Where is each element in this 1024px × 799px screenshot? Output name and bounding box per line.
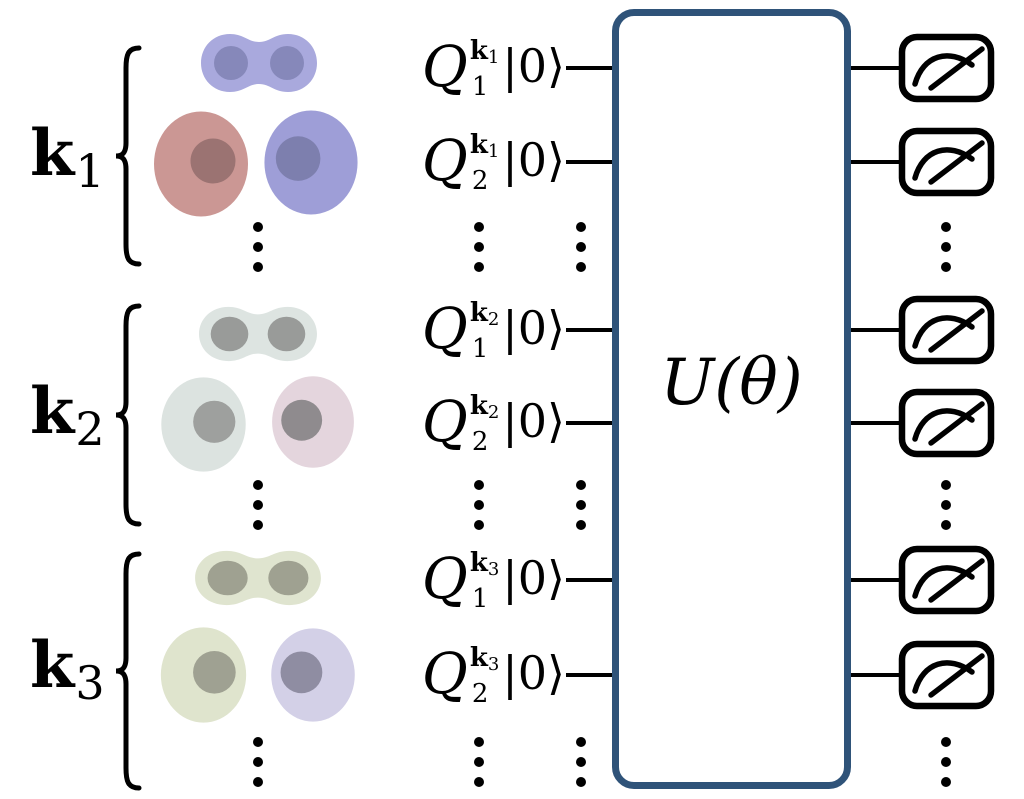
k-label-3: k3 <box>30 628 105 711</box>
measurement-icon <box>898 388 995 458</box>
k-label-sub: 2 <box>75 402 105 456</box>
orbital-blob-right-k3 <box>271 628 355 722</box>
qubit-wire <box>848 673 900 677</box>
qubit-symbol: Q <box>421 642 468 707</box>
ket-zero: |0⟩ <box>502 39 565 93</box>
ket-zero: |0⟩ <box>502 551 565 605</box>
measurement-icon <box>898 640 995 710</box>
ket-zero: |0⟩ <box>502 646 565 700</box>
qubit-wire <box>848 160 900 164</box>
ket-zero: |0⟩ <box>502 394 565 448</box>
qubit-sup-k: k <box>469 298 488 328</box>
ellipsis-dots <box>576 480 586 540</box>
qubit-symbol: Q <box>421 547 468 612</box>
qubit-symbol: Q <box>421 297 468 362</box>
orbital-blob-right-k1 <box>264 110 358 215</box>
qubit-sup-idx: 2 <box>487 309 500 330</box>
k-label-1: k1 <box>30 116 105 199</box>
orbital-blob-left-k1 <box>154 111 248 217</box>
k-label-sub: 1 <box>75 144 105 198</box>
ellipsis-dots <box>941 737 951 797</box>
measurement-icon <box>898 545 995 615</box>
measurement-icon <box>898 295 995 365</box>
qubit-sup-k: k <box>469 130 488 160</box>
qubit-sup-k: k <box>469 391 488 421</box>
ellipsis-dots <box>941 480 951 540</box>
qubit-sub-idx: 1 <box>471 334 489 364</box>
ellipsis-dots <box>576 737 586 797</box>
qubit-symbol: Q <box>421 390 468 455</box>
unitary-gate-label: U(θ) <box>660 346 803 420</box>
orbital-blob-left-k2 <box>161 377 246 472</box>
ellipsis-dots <box>253 737 263 797</box>
qubit-sup-idx: 3 <box>487 654 500 675</box>
ellipsis-dots <box>253 480 263 540</box>
qubit-sub-idx: 2 <box>471 427 489 457</box>
k-label-sub: 3 <box>75 656 105 710</box>
qubit-wire <box>848 578 900 582</box>
qubit-wire <box>566 578 614 582</box>
k-label-base: k <box>30 116 75 191</box>
qubit-wire <box>848 328 900 332</box>
unitary-gate-box <box>612 9 851 789</box>
k-label-base: k <box>30 374 75 449</box>
orbital-peanut-k1 <box>201 34 317 92</box>
measurement-icon <box>898 127 995 197</box>
qubit-wire <box>566 421 614 425</box>
qubit-sup-idx: 2 <box>487 402 500 423</box>
qubit-symbol: Q <box>421 129 468 194</box>
ellipsis-dots <box>474 737 484 797</box>
qubit-wire <box>566 160 614 164</box>
ket-zero: |0⟩ <box>502 133 565 187</box>
qubit-sub-idx: 1 <box>471 584 489 614</box>
ellipsis-dots <box>474 222 484 282</box>
qubit-sup-idx: 1 <box>487 141 500 162</box>
qubit-sub-idx: 1 <box>471 72 489 102</box>
ellipsis-dots <box>941 222 951 282</box>
k-label-2: k2 <box>30 374 105 457</box>
ellipsis-dots <box>474 480 484 540</box>
qubit-sup-k: k <box>469 643 488 673</box>
orbital-peanut-k2 <box>199 306 317 362</box>
measurement-icon <box>898 33 995 103</box>
k-label-base: k <box>30 628 75 703</box>
orbital-blob-right-k2 <box>272 376 354 468</box>
qubit-sup-k: k <box>469 548 488 578</box>
orbital-peanut-k3 <box>195 550 321 606</box>
qubit-sub-idx: 2 <box>471 679 489 709</box>
qubit-wire <box>848 421 900 425</box>
brace-k3 <box>115 551 142 791</box>
ellipsis-dots <box>576 222 586 282</box>
qubit-wire <box>848 66 900 70</box>
qubit-wire <box>566 328 614 332</box>
ket-zero: |0⟩ <box>502 301 565 355</box>
ellipsis-dots <box>253 222 263 282</box>
orbital-blob-left-k3 <box>160 627 247 723</box>
qubit-wire <box>566 673 614 677</box>
qubit-sup-idx: 1 <box>487 47 500 68</box>
brace-k1 <box>115 45 142 267</box>
qubit-sub-idx: 2 <box>471 166 489 196</box>
qubit-wire <box>566 66 614 70</box>
brace-k2 <box>115 303 142 527</box>
qubit-sup-k: k <box>469 36 488 66</box>
qubit-symbol: Q <box>421 35 468 100</box>
qubit-sup-idx: 3 <box>487 559 500 580</box>
